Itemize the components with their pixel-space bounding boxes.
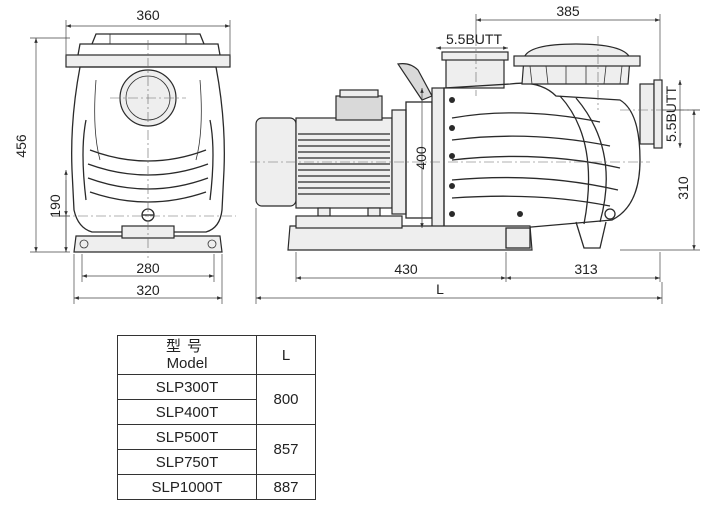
length-cell: 887 <box>256 474 316 500</box>
dim-inlet-size: 5.5BUTT <box>663 86 679 142</box>
motor-fins <box>298 133 390 195</box>
model-cell: SLP500T <box>117 424 257 450</box>
lid-handle <box>396 63 433 101</box>
length-cell: 800 <box>256 374 316 425</box>
inlet-pipe <box>639 83 655 145</box>
side-base <box>287 225 533 251</box>
pump-flange <box>431 87 445 229</box>
dim-motor-length: 430 <box>394 261 418 277</box>
header-model-cn: 型号 <box>165 338 208 355</box>
header-model: 型号 Model <box>117 335 257 375</box>
front-pump-body <box>71 66 225 233</box>
dim-inlet-height: 310 <box>675 176 691 200</box>
model-cell: SLP750T <box>117 449 257 475</box>
model-cell: SLP300T <box>117 374 257 400</box>
front-dimensions: 360 456 190 280 320 <box>13 7 231 304</box>
model-cell: SLP1000T <box>117 474 257 500</box>
dim-flange-height: 400 <box>413 146 429 170</box>
header-l: L <box>256 335 316 375</box>
dim-total-length: L <box>436 281 444 297</box>
table-row: SLP300T 800 <box>117 374 316 425</box>
length-cell: 857 <box>256 424 316 475</box>
motor-body <box>295 117 393 209</box>
model-length-table: 型号 Model L SLP300T 800 SLP400T SLP500T 8… <box>117 335 316 500</box>
table-row: SLP1000T 887 <box>117 474 316 500</box>
dim-base-outer: 320 <box>136 282 160 298</box>
dim-axis-height: 190 <box>47 194 63 218</box>
header-model-en: Model <box>166 355 208 372</box>
dim-pump-length: 313 <box>574 261 598 277</box>
outlet-pipe <box>445 57 505 89</box>
dim-outlet-size: 5.5BUTT <box>446 31 502 47</box>
terminal-box <box>335 95 383 121</box>
dim-top-width: 360 <box>136 7 160 23</box>
table-row: SLP500T 857 <box>117 424 316 475</box>
side-dimensions: 385 5.5BUTT 5.5BUTT 400 310 430 313 L <box>255 3 700 304</box>
front-view <box>60 33 236 258</box>
dim-base-inner: 280 <box>136 260 160 276</box>
pump-housing <box>443 82 641 229</box>
dim-right-width: 385 <box>556 3 580 19</box>
side-view <box>250 36 700 251</box>
model-cell: SLP400T <box>117 399 257 425</box>
table-header-row: 型号 Model L <box>117 335 316 375</box>
technical-drawing: 360 456 190 280 320 <box>13 3 700 304</box>
dim-height: 456 <box>13 134 29 158</box>
